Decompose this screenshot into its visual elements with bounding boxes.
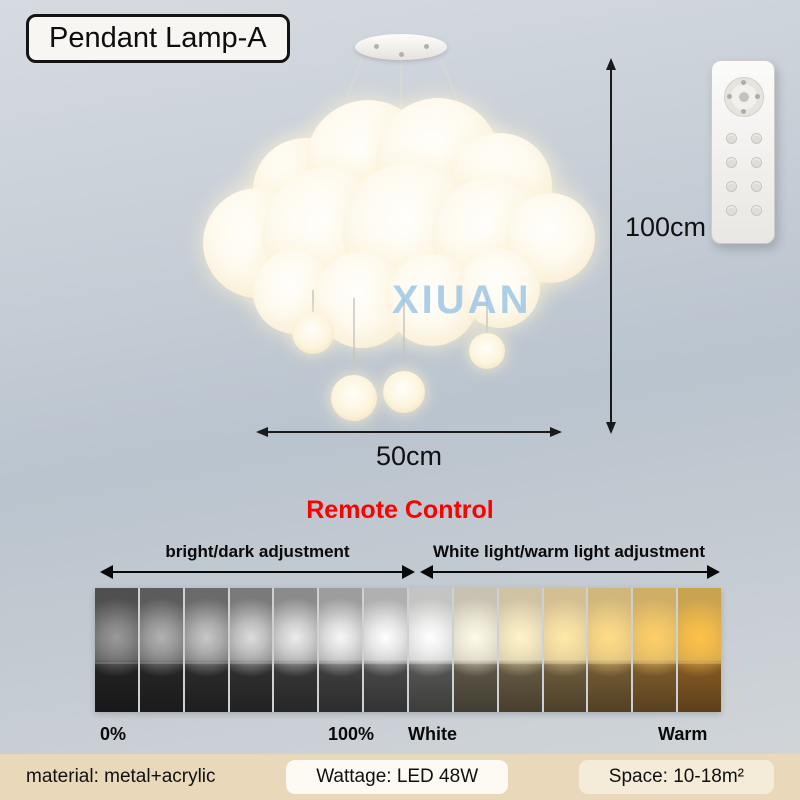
remote-button-icon bbox=[726, 181, 737, 192]
light-strip-segment bbox=[543, 588, 587, 712]
glow-ball bbox=[383, 371, 425, 413]
remote-dot-icon bbox=[727, 94, 732, 99]
remote-button-icon bbox=[726, 157, 737, 168]
arrow-left-icon bbox=[256, 427, 268, 437]
height-dimension-line: 100cm bbox=[606, 58, 706, 434]
arrow-down-icon bbox=[606, 422, 616, 434]
arrowhead-left-icon bbox=[420, 565, 433, 579]
cloud-bubble bbox=[460, 248, 540, 328]
strip-label-white: White bbox=[408, 724, 457, 744]
product-title-badge: Pendant Lamp-A bbox=[26, 14, 290, 63]
light-strip-segment bbox=[409, 588, 452, 712]
strip-label-0: 0% bbox=[100, 724, 127, 744]
light-strip bbox=[95, 588, 722, 712]
light-strip-segment bbox=[184, 588, 228, 712]
arrowhead-right-icon bbox=[402, 565, 415, 579]
strip-label-warm: Warm bbox=[658, 724, 708, 744]
light-strip-segment bbox=[95, 588, 138, 712]
remote-button-icon bbox=[726, 133, 737, 144]
remote-control-image bbox=[711, 60, 775, 244]
remote-dot-icon bbox=[741, 80, 746, 85]
light-strip-segment bbox=[588, 588, 632, 712]
remote-button-icon bbox=[751, 157, 762, 168]
remote-dot-icon bbox=[741, 109, 746, 114]
material-spec: material: metal+acrylic bbox=[26, 766, 216, 787]
height-dimension-label: 100cm bbox=[625, 212, 707, 242]
light-strip-segment bbox=[678, 588, 722, 712]
width-dimension-label: 50cm bbox=[375, 441, 443, 471]
glow-ball bbox=[469, 333, 505, 369]
brand-watermark: XIUAN bbox=[392, 278, 532, 322]
arrowhead-right-icon bbox=[707, 565, 720, 579]
arrowhead-left-icon bbox=[100, 565, 113, 579]
brightness-range-arrow-icon bbox=[100, 565, 415, 579]
glow-ball bbox=[331, 375, 377, 421]
remote-button-icon bbox=[751, 133, 762, 144]
light-strip-segment bbox=[364, 588, 408, 712]
remote-control-heading: Remote Control bbox=[306, 496, 494, 524]
remote-center-button-icon bbox=[739, 92, 749, 102]
glow-ball bbox=[292, 312, 334, 354]
light-strip-segment bbox=[498, 588, 542, 712]
color-temp-range-arrow-icon bbox=[420, 565, 720, 579]
product-title: Pendant Lamp-A bbox=[49, 22, 267, 54]
arrow-line bbox=[429, 571, 711, 573]
screw-icon bbox=[424, 44, 429, 49]
arrow-up-icon bbox=[606, 58, 616, 70]
arrow-right-icon bbox=[550, 427, 562, 437]
light-strip-segment bbox=[274, 588, 318, 712]
light-strip-segment bbox=[319, 588, 363, 712]
screw-icon bbox=[374, 44, 379, 49]
color-temp-adjustment-label: White light/warm light adjustment bbox=[433, 542, 705, 561]
spec-footer: material: metal+acrylic Wattage: LED 48W… bbox=[0, 754, 800, 800]
light-strip-segment bbox=[453, 588, 497, 712]
remote-button-icon bbox=[726, 205, 737, 216]
brightness-adjustment-label: bright/dark adjustment bbox=[165, 542, 350, 561]
width-dimension-line: 50cm bbox=[256, 427, 562, 471]
strip-label-100: 100% bbox=[328, 724, 375, 744]
light-strip-segment bbox=[633, 588, 677, 712]
ball-wires-icon bbox=[312, 290, 488, 377]
remote-button-icon bbox=[751, 181, 762, 192]
remote-dot-icon bbox=[755, 94, 760, 99]
arrow-line bbox=[109, 571, 406, 573]
screw-icon bbox=[399, 52, 404, 57]
remote-button-icon bbox=[751, 205, 762, 216]
wattage-spec: Wattage: LED 48W bbox=[286, 760, 509, 794]
light-strip-segment bbox=[229, 588, 273, 712]
light-strip-segment bbox=[139, 588, 183, 712]
space-spec: Space: 10-18m² bbox=[578, 760, 774, 794]
